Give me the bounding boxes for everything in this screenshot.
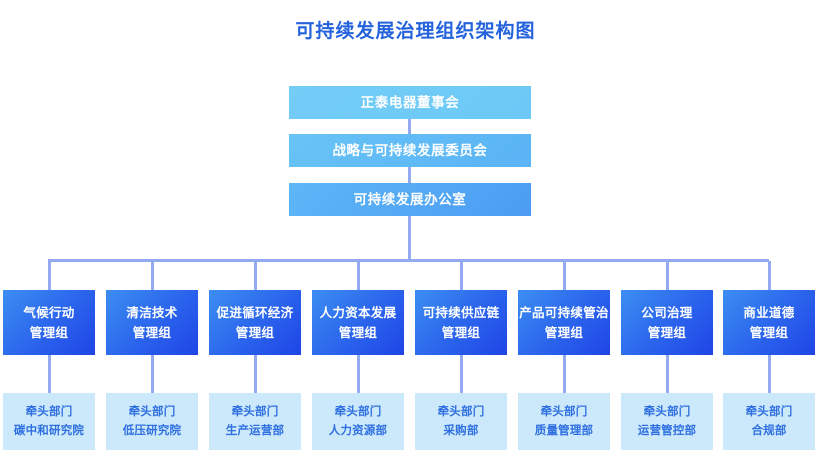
lead-label-line1: 牵头部门	[540, 405, 588, 418]
group-label-line2: 管理组	[132, 325, 172, 340]
group-label-line1: 促进循环经济	[216, 305, 294, 320]
group-label-line1: 气候行动	[23, 305, 75, 320]
connector-drop-bottom-1	[48, 355, 51, 393]
lead-label-line1: 牵头部门	[128, 405, 176, 418]
connector-tier2-tier3	[408, 167, 411, 183]
node-group-circular-economy[interactable]: 促进循环经济 管理组	[209, 290, 301, 355]
connector-drop-bottom-2	[151, 355, 154, 393]
connector-drop-bottom-5	[460, 355, 463, 393]
lead-label-line2: 采购部	[443, 424, 479, 437]
group-label-line2: 管理组	[235, 325, 275, 340]
group-label-line2: 管理组	[544, 325, 584, 340]
lead-label-line1: 牵头部门	[25, 405, 73, 418]
connector-drop-top-4	[357, 261, 360, 290]
node-lead-dept-carbon-neutrality-institute[interactable]: 牵头部门 碳中和研究院	[3, 393, 95, 450]
group-label-line2: 管理组	[338, 325, 378, 340]
group-label-line1: 商业道德	[743, 305, 795, 320]
connector-drop-top-8	[768, 261, 771, 290]
group-label-line1: 公司治理	[641, 305, 693, 320]
connector-drop-top-2	[151, 261, 154, 290]
node-group-product-sustainability[interactable]: 产品可持续管治 管理组	[518, 290, 610, 355]
connector-drop-bottom-7	[666, 355, 669, 393]
node-group-sustainable-supply-chain[interactable]: 可持续供应链 管理组	[415, 290, 507, 355]
group-label-line2: 管理组	[441, 325, 481, 340]
connector-horizontal-bus	[48, 259, 769, 262]
connector-drop-bottom-3	[254, 355, 257, 393]
connector-drop-bottom-4	[357, 355, 360, 393]
lead-label-line1: 牵头部门	[334, 405, 382, 418]
node-lead-dept-human-resources[interactable]: 牵头部门 人力资源部	[312, 393, 404, 450]
node-board-of-directors[interactable]: 正泰电器董事会	[289, 86, 531, 119]
node-group-clean-technology[interactable]: 清洁技术 管理组	[106, 290, 198, 355]
connector-drop-top-1	[48, 261, 51, 290]
lead-label-line2: 运营管控部	[637, 424, 697, 437]
lead-label-line1: 牵头部门	[643, 405, 691, 418]
node-group-climate-action[interactable]: 气候行动 管理组	[3, 290, 95, 355]
group-label-line1: 可持续供应链	[422, 305, 500, 320]
connector-drop-bottom-6	[563, 355, 566, 393]
node-lead-dept-quality-management[interactable]: 牵头部门 质量管理部	[518, 393, 610, 450]
node-lead-dept-low-voltage-institute[interactable]: 牵头部门 低压研究院	[106, 393, 198, 450]
node-group-business-ethics[interactable]: 商业道德 管理组	[723, 290, 815, 355]
lead-label-line2: 生产运营部	[225, 424, 285, 437]
connector-drop-bottom-8	[768, 355, 771, 393]
lead-label-line1: 牵头部门	[745, 405, 793, 418]
lead-label-line2: 人力资源部	[328, 424, 388, 437]
connector-trunk	[408, 216, 411, 261]
lead-label-line1: 牵头部门	[231, 405, 279, 418]
node-lead-dept-operations-control[interactable]: 牵头部门 运营管控部	[621, 393, 713, 450]
lead-label-line2: 碳中和研究院	[13, 424, 85, 437]
node-lead-dept-procurement[interactable]: 牵头部门 采购部	[415, 393, 507, 450]
node-lead-dept-production-operations[interactable]: 牵头部门 生产运营部	[209, 393, 301, 450]
group-label-line1: 清洁技术	[126, 305, 178, 320]
connector-drop-top-5	[460, 261, 463, 290]
lead-label-line2: 合规部	[751, 424, 787, 437]
group-label-line1: 产品可持续管治	[519, 305, 609, 320]
group-label-line2: 管理组	[749, 325, 789, 340]
lead-label-line1: 牵头部门	[437, 405, 485, 418]
lead-label-line2: 质量管理部	[534, 424, 594, 437]
group-label-line1: 人力资本发展	[319, 305, 397, 320]
group-label-line2: 管理组	[647, 325, 687, 340]
node-strategy-sustainability-committee[interactable]: 战略与可持续发展委员会	[289, 134, 531, 167]
node-group-corporate-governance[interactable]: 公司治理 管理组	[621, 290, 713, 355]
connector-drop-top-7	[666, 261, 669, 290]
group-label-line2: 管理组	[29, 325, 69, 340]
node-sustainability-office[interactable]: 可持续发展办公室	[289, 183, 531, 216]
connector-tier1-tier2	[408, 119, 411, 134]
lead-label-line2: 低压研究院	[122, 424, 182, 437]
node-group-human-capital[interactable]: 人力资本发展 管理组	[312, 290, 404, 355]
page-title: 可持续发展治理组织架构图	[295, 21, 536, 42]
node-lead-dept-compliance[interactable]: 牵头部门 合规部	[723, 393, 815, 450]
connector-drop-top-3	[254, 261, 257, 290]
connector-drop-top-6	[563, 261, 566, 290]
